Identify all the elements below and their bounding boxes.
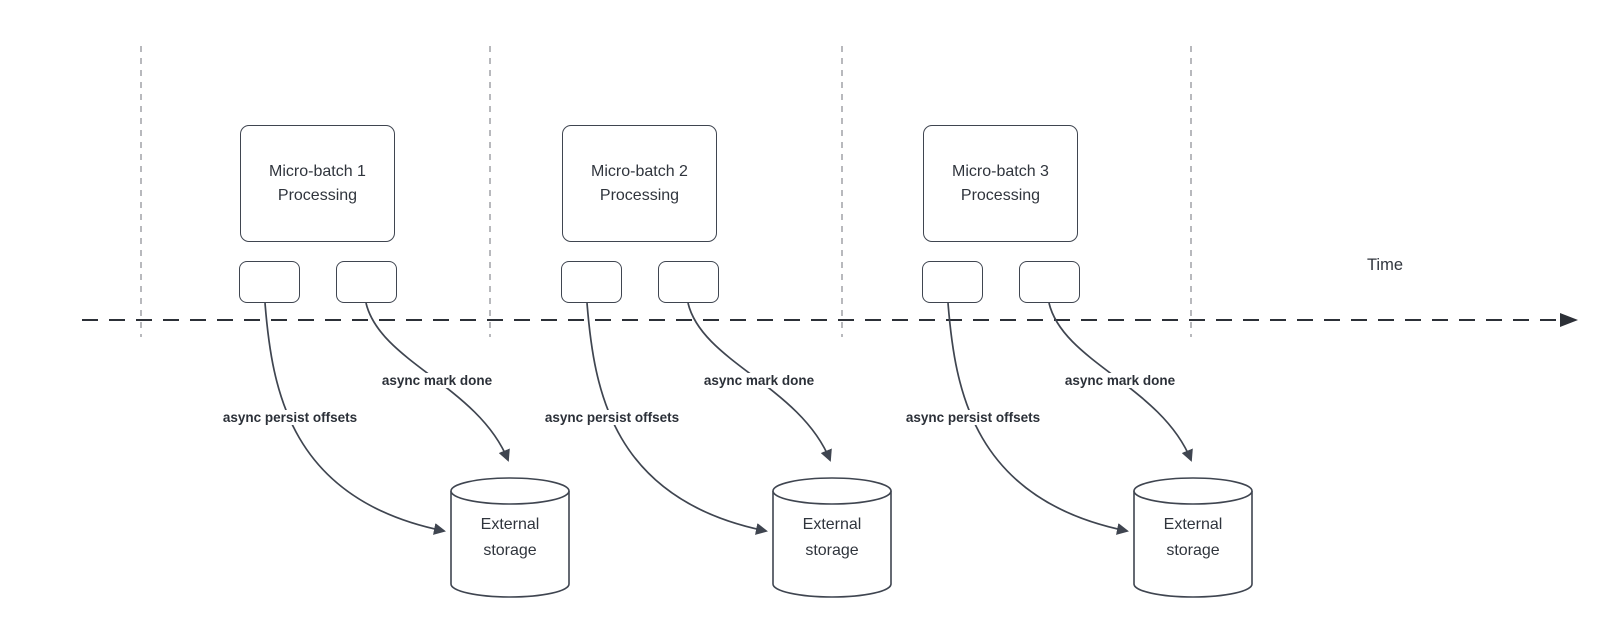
storage-cylinder-body — [450, 491, 570, 598]
storage-cylinder-top — [772, 477, 892, 505]
persist-offsets-arrow — [264, 302, 446, 535]
storage-cylinder-body — [1133, 491, 1253, 598]
time-axis-arrowhead-icon — [1560, 313, 1578, 327]
mark-done-arrow — [365, 302, 510, 462]
mark-done-arrow — [687, 302, 832, 462]
batch-3-shapes — [947, 302, 1253, 598]
persist-offsets-arrow — [947, 302, 1129, 535]
storage-cylinder-top — [1133, 477, 1253, 505]
storage-cylinder-body — [772, 491, 892, 598]
persist-offsets-arrow — [586, 302, 768, 535]
batch-1-shapes — [264, 302, 570, 598]
mark-done-arrow — [1048, 302, 1193, 462]
time-axis-label: Time — [1366, 256, 1404, 274]
batch-2-shapes — [586, 302, 892, 598]
storage-cylinder-top — [450, 477, 570, 505]
